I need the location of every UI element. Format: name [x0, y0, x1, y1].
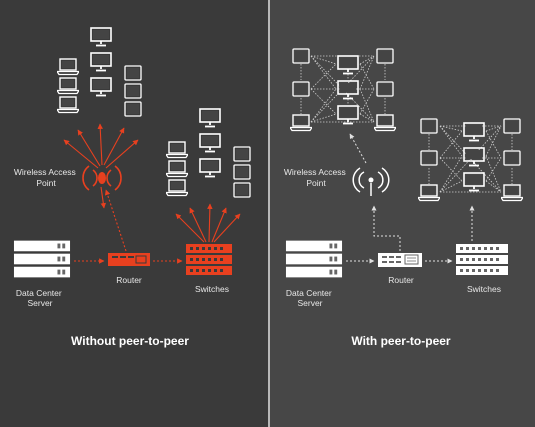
tablet-icon [376, 48, 394, 64]
server-rack-icon [285, 240, 343, 278]
router-icon [378, 253, 422, 267]
switch-to-devices-arrows [175, 203, 241, 243]
router-to-ap-arrow [371, 205, 401, 251]
tablet-icon [376, 81, 394, 97]
router-to-ap-arrow [104, 189, 127, 252]
tablet-icon [420, 118, 438, 134]
ap-to-devices-arrows [63, 123, 139, 209]
ap-to-peer-cluster-arrow [349, 133, 367, 164]
left-caption: Without peer-to-peer [71, 334, 189, 348]
tablet-icon [233, 164, 251, 180]
left-panel: Wireless Access Point Data Center Server… [13, 27, 251, 348]
right-router-label: Router [388, 275, 414, 285]
tablet-icon [292, 48, 310, 64]
right-caption: With peer-to-peer [351, 334, 451, 348]
tablet-icon [124, 65, 142, 81]
switch-icon [186, 244, 232, 275]
tablet-icon [124, 83, 142, 99]
left-wireless-label: Wireless Access Point [14, 167, 78, 188]
left-router-label: Router [116, 275, 142, 285]
switch-icon [456, 244, 508, 275]
right-switches-label: Switches [467, 284, 501, 294]
server-rack-icon [13, 240, 71, 278]
right-panel: Wireless Access Point Data Center Server… [270, 0, 535, 427]
tablet-icon [420, 150, 438, 166]
wireless-access-point-icon [352, 167, 390, 196]
tablet-icon [292, 81, 310, 97]
tablet-icon [124, 101, 142, 117]
tablet-icon [503, 150, 521, 166]
wireless-access-point-icon [82, 165, 122, 191]
right-server-label: Data Center Server [286, 288, 334, 308]
right-wireless-label: Wireless Access Point [284, 167, 348, 188]
router-icon [108, 253, 150, 266]
left-server-label: Data Center Server [16, 288, 64, 308]
tablet-icon [503, 118, 521, 134]
left-switches-label: Switches [195, 284, 229, 294]
tablet-icon [233, 146, 251, 162]
tablet-icon [233, 182, 251, 198]
